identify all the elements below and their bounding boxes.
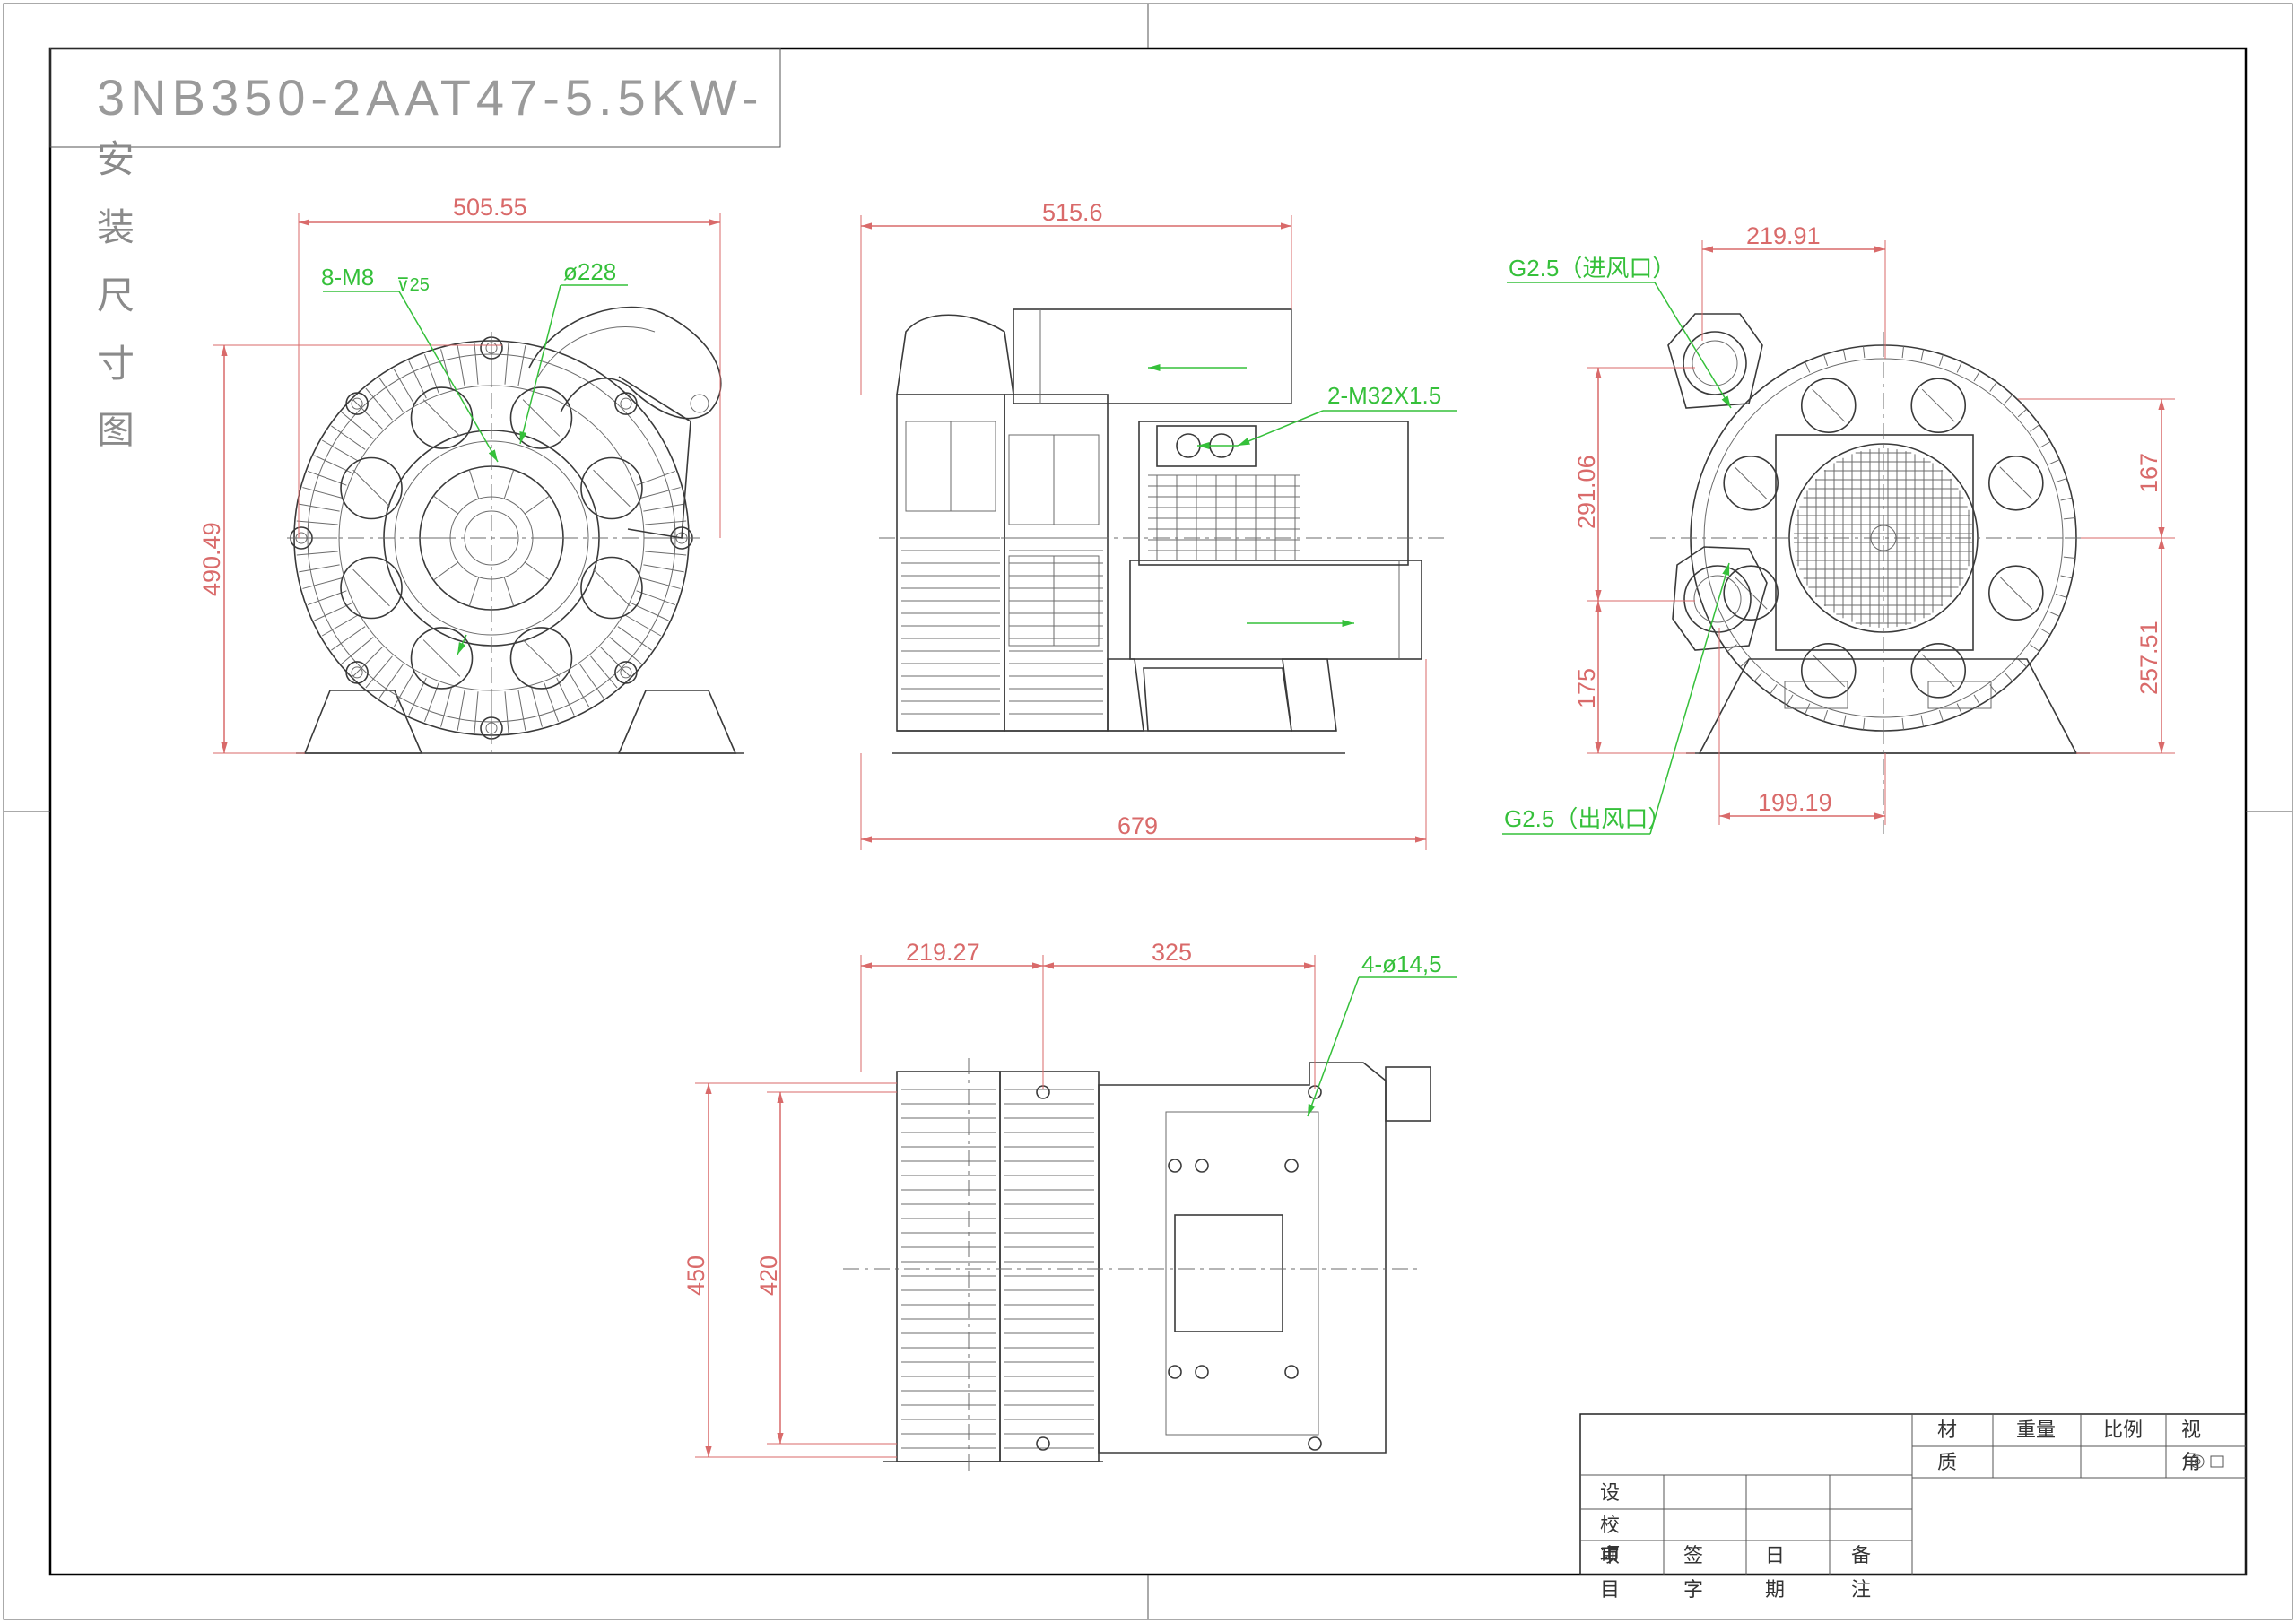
- side-view: 515.6 679 2-M32X1.5: [860, 199, 1457, 850]
- top-dim-b-label: 325: [1152, 939, 1192, 966]
- side-top-dimension: 515.6: [860, 199, 1292, 395]
- tb-item-2: 目: [1600, 1579, 1620, 1601]
- side-bottom-dimension: 679: [860, 659, 1427, 850]
- tb-approve: 审: [1600, 1545, 1620, 1567]
- tb-design: 设: [1600, 1482, 1620, 1505]
- rear-bottom-label: 199.19: [1758, 789, 1832, 816]
- side-bottom-label: 679: [1118, 812, 1158, 839]
- front-diameter-callout: ø228: [457, 258, 628, 655]
- top-dim-a: 219.27: [860, 939, 1044, 1089]
- side-cooling-fins: [901, 537, 1103, 715]
- outlet-label: G2.5（出风口）: [1504, 805, 1671, 832]
- top-view-body: [843, 1058, 1431, 1471]
- top-cooling-fins: [901, 1089, 1094, 1449]
- tb-sign-2: 字: [1683, 1579, 1703, 1601]
- tb-check: 校: [1600, 1515, 1620, 1537]
- front-view-body: [287, 306, 744, 754]
- top-view: 219.27 325 4-ø14,5 450 420: [683, 939, 1457, 1471]
- rear-top-label: 219.91: [1746, 222, 1821, 249]
- vertical-title-5: 图: [97, 408, 135, 452]
- side-motor-ribs: [1148, 474, 1300, 560]
- top-dim-outer-label: 450: [683, 1255, 709, 1296]
- top-dim-outer: 450: [683, 1082, 897, 1458]
- tb-item-1: 项: [1600, 1545, 1620, 1567]
- top-mounting-holes: [1036, 1085, 1322, 1451]
- cable-callout-label: 2-M32X1.5: [1327, 382, 1441, 409]
- front-height-dimension: 490.49: [198, 344, 502, 754]
- rear-view-body: [1650, 313, 2170, 834]
- outlet-callout: G2.5（出风口）: [1502, 562, 1730, 835]
- side-top-label: 515.6: [1042, 199, 1103, 226]
- top-dim-b: 325: [1043, 939, 1316, 1089]
- tb-date-2: 期: [1765, 1579, 1785, 1601]
- vertical-title-4: 寸: [97, 342, 135, 386]
- rear-right-dimensions: 167 257.51: [2018, 398, 2175, 754]
- model-title: 3NB350-2AAT47-5.5KW-: [97, 69, 764, 126]
- tb-material-1: 材: [1937, 1419, 1957, 1442]
- rear-dim-lower-right: 257.51: [2135, 621, 2162, 695]
- top-dim-inner: 420: [755, 1091, 897, 1445]
- tb-sign-1: 签: [1683, 1545, 1703, 1567]
- rear-dim-upper-left: 291.06: [1573, 455, 1600, 529]
- cable-callout: 2-M32X1.5: [1197, 382, 1457, 450]
- hole-callout: 4-ø14,5: [1307, 950, 1457, 1117]
- tb-scale: 比例: [2103, 1419, 2143, 1442]
- front-height-label: 490.49: [198, 522, 225, 596]
- vertical-title-3: 尺: [97, 273, 135, 317]
- rear-left-dimensions: 291.06 175: [1573, 367, 1695, 754]
- rear-dim-upper-right: 167: [2135, 453, 2162, 493]
- front-view: 505.55 490.49 8-M8 ⊽25 ø228: [198, 194, 744, 754]
- bolt-callout-label: 8-M8: [321, 264, 374, 291]
- vertical-title-1: 安: [97, 137, 135, 181]
- tb-material-2: 质: [1937, 1452, 1957, 1474]
- front-width-label: 505.55: [453, 194, 527, 221]
- tb-weight: 重量: [2016, 1419, 2056, 1442]
- rear-dim-lower-left: 175: [1573, 668, 1600, 708]
- rear-view: 219.91 199.19 291.06 175 167 257.51: [1502, 222, 2175, 835]
- vertical-title-2: 装: [97, 205, 135, 249]
- tb-date-1: 日: [1765, 1545, 1785, 1567]
- diameter-callout-label: ø228: [563, 258, 616, 285]
- bolt-depth-label: ⊽25: [396, 275, 430, 295]
- title-block: 材 质 重量 比例 视 角 设 校 审 项 目 签 字 日 期 备 注: [1579, 1413, 2247, 1601]
- inlet-label: G2.5（进风口）: [1509, 255, 1675, 282]
- rear-top-dimension: 219.91: [1701, 222, 1886, 359]
- front-width-dimension: 505.55: [298, 194, 721, 538]
- tb-view-1: 视: [2181, 1419, 2201, 1442]
- top-dim-inner-label: 420: [755, 1255, 782, 1296]
- tb-note-2: 注: [1851, 1579, 1871, 1601]
- inlet-callout: G2.5（进风口）: [1507, 255, 1732, 409]
- tb-note-1: 备: [1851, 1545, 1871, 1567]
- projection-symbol: [2190, 1454, 2224, 1469]
- rear-bottom-dimension: 199.19: [1718, 628, 1886, 825]
- rear-cooling-fins: [1726, 345, 2076, 731]
- front-chamber-covers: [340, 386, 643, 690]
- title-box: 3NB350-2AAT47-5.5KW- 安 装 尺 寸 图: [49, 48, 781, 452]
- front-bolt-callout: 8-M8 ⊽25: [321, 264, 499, 463]
- side-view-body: [879, 308, 1444, 754]
- top-dim-a-label: 219.27: [906, 939, 980, 966]
- hole-callout-label: 4-ø14,5: [1361, 950, 1442, 977]
- sheet-frame: [3, 3, 2293, 1620]
